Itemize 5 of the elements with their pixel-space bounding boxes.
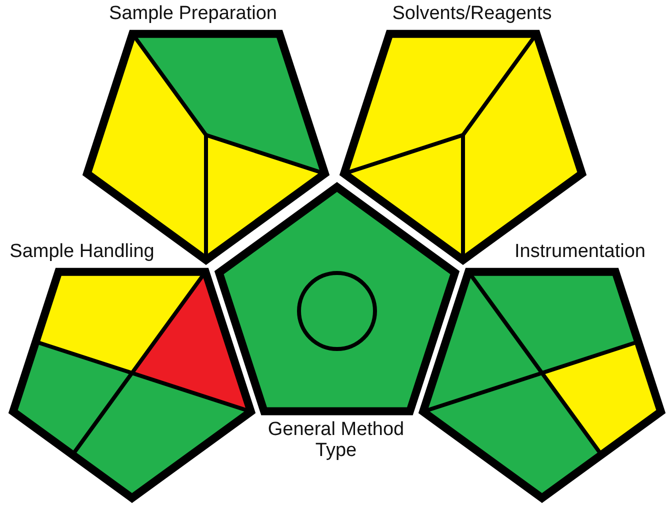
category-label: General Method Type (266, 419, 406, 461)
category-label: Solvents/Reagents (392, 3, 552, 24)
category-label: Sample Handling (10, 241, 154, 262)
category-label: Sample Preparation (109, 3, 277, 24)
category-label: Instrumentation (514, 241, 646, 262)
